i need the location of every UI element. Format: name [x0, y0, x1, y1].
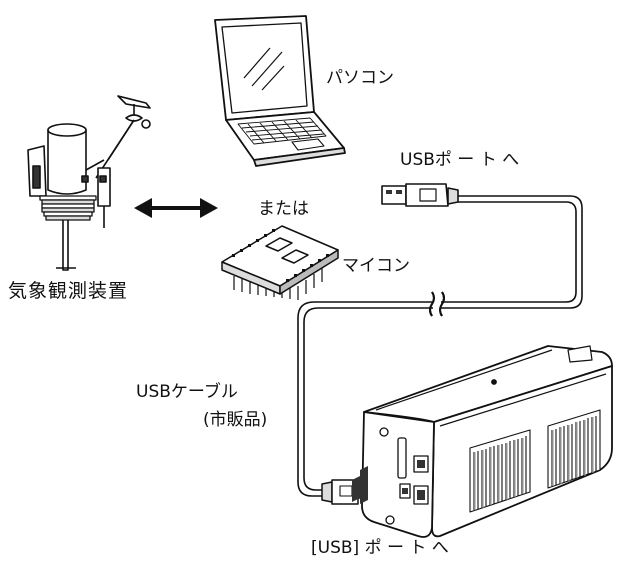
usb-cable-label: USBケーブル	[136, 382, 238, 402]
or-label: または	[258, 199, 309, 219]
microcontroller-label: マイコン	[342, 256, 410, 276]
bidirectional-arrow-icon	[134, 198, 218, 218]
weather-station-illustration	[27, 95, 151, 271]
usb-port-label: USBポ ー ト へ	[400, 150, 520, 170]
retail-product-label: (市販品)	[203, 410, 268, 430]
usb-plug-icon	[381, 183, 459, 207]
laptop-icon	[214, 15, 346, 167]
usb-cable-line	[297, 195, 583, 497]
pc-label: パソコン	[326, 68, 394, 88]
microcontroller-board-icon	[221, 225, 339, 300]
device-usb-port-label: [USB] ポ ー ト へ	[311, 538, 449, 558]
weather-device-label: 気象観測装置	[8, 280, 129, 302]
data-logger-device-illustration	[352, 345, 613, 538]
